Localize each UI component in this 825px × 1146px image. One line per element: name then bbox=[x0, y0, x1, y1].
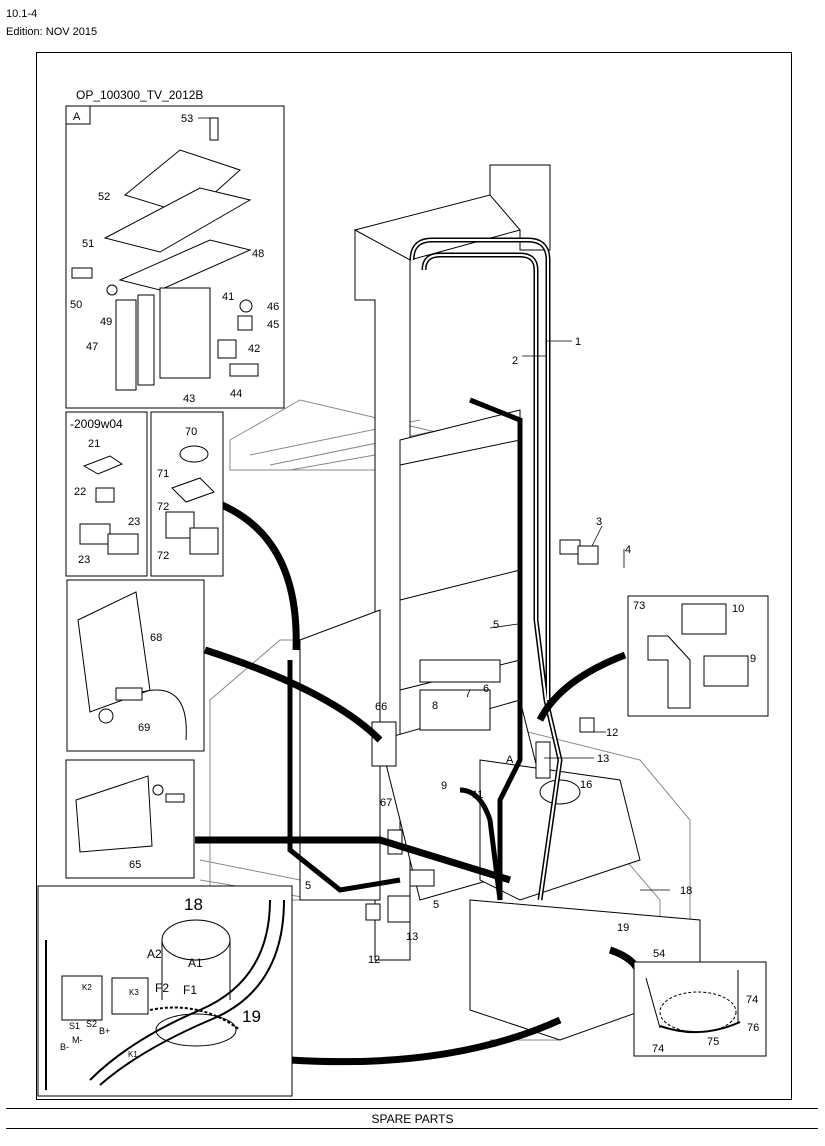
label-k3: K3 bbox=[129, 988, 139, 997]
label-41: 41 bbox=[222, 291, 234, 303]
label-f2: F2 bbox=[155, 981, 169, 995]
label-42: 42 bbox=[248, 343, 260, 355]
label-51: 51 bbox=[82, 238, 94, 250]
label-5-b: 5 bbox=[305, 880, 311, 892]
label-19: 19 bbox=[617, 922, 629, 934]
label-73: 73 bbox=[633, 600, 645, 612]
label-67: 67 bbox=[380, 797, 392, 809]
label-4: 4 bbox=[625, 544, 631, 556]
label-49: 49 bbox=[100, 316, 112, 328]
label-7: 7 bbox=[465, 688, 471, 700]
drawing-code: OP_100300_TV_2012B bbox=[76, 88, 203, 102]
label-5-a: 5 bbox=[493, 619, 499, 631]
label-16: 16 bbox=[580, 779, 592, 791]
footer-label: SPARE PARTS bbox=[371, 1112, 454, 1126]
footer-rule-top bbox=[6, 1108, 818, 1109]
label-48: 48 bbox=[252, 248, 264, 260]
label-44: 44 bbox=[230, 388, 242, 400]
label-12-a: 12 bbox=[606, 727, 618, 739]
page-reference: 10.1-4 bbox=[6, 8, 38, 20]
label-23-a: 23 bbox=[128, 516, 140, 528]
label-s1: S1 bbox=[69, 1021, 80, 1031]
label-53: 53 bbox=[181, 113, 193, 125]
label-74-a: 74 bbox=[746, 994, 758, 1006]
label-47: 47 bbox=[86, 341, 98, 353]
label-19-inset: 19 bbox=[242, 1007, 261, 1026]
label-b-plus: B+ bbox=[99, 1026, 110, 1036]
label-m-minus: M- bbox=[72, 1035, 83, 1045]
label-13-b: 13 bbox=[406, 931, 418, 943]
label-50: 50 bbox=[70, 299, 82, 311]
label-68: 68 bbox=[150, 632, 162, 644]
label-74-b: 74 bbox=[652, 1043, 664, 1055]
label-5-c: 5 bbox=[433, 899, 439, 911]
label-72-a: 72 bbox=[157, 501, 169, 513]
label-72-b: 72 bbox=[157, 550, 169, 562]
label-76: 76 bbox=[747, 1022, 759, 1034]
label-b-minus: B- bbox=[60, 1042, 69, 1052]
label-18-inset: 18 bbox=[184, 895, 203, 914]
label-11: 11 bbox=[472, 789, 483, 801]
label-46: 46 bbox=[267, 301, 279, 313]
label-k2: K2 bbox=[82, 983, 92, 992]
inset-a-letter: A bbox=[73, 111, 81, 123]
label-71: 71 bbox=[157, 468, 169, 480]
label-a2: A2 bbox=[147, 947, 162, 961]
label-18: 18 bbox=[680, 885, 692, 897]
inset-h-box bbox=[633, 961, 767, 1057]
edition-label: Edition: NOV 2015 bbox=[6, 26, 98, 38]
label-69: 69 bbox=[138, 722, 150, 734]
label-22: 22 bbox=[74, 486, 86, 498]
footer-rule-bottom bbox=[6, 1128, 818, 1129]
label-21: 21 bbox=[88, 438, 100, 450]
label-6: 6 bbox=[483, 683, 489, 695]
label-65: 65 bbox=[129, 859, 141, 871]
label-a-callout: A bbox=[506, 754, 514, 766]
label-75: 75 bbox=[707, 1036, 719, 1048]
label-12-b: 12 bbox=[368, 954, 380, 966]
label-45: 45 bbox=[267, 319, 279, 331]
label-2: 2 bbox=[512, 355, 518, 367]
label-70: 70 bbox=[185, 426, 197, 438]
label-k1: K1 bbox=[128, 1050, 138, 1059]
label-f1: F1 bbox=[183, 983, 197, 997]
label-52: 52 bbox=[98, 191, 110, 203]
label-23-b: 23 bbox=[78, 554, 90, 566]
diagram-frame bbox=[36, 52, 792, 1100]
label-10: 10 bbox=[732, 603, 744, 615]
inset-f-box bbox=[37, 885, 293, 1097]
label-9-inset: 9 bbox=[750, 653, 756, 665]
label-13-a: 13 bbox=[597, 753, 609, 765]
label-s2: S2 bbox=[86, 1019, 97, 1029]
label-66: 66 bbox=[375, 701, 387, 713]
label-a1: A1 bbox=[188, 956, 203, 970]
label-9: 9 bbox=[441, 780, 447, 792]
label-43: 43 bbox=[183, 393, 195, 405]
label-3: 3 bbox=[596, 516, 602, 528]
label-8: 8 bbox=[432, 700, 438, 712]
label-54: 54 bbox=[653, 948, 665, 960]
label-1: 1 bbox=[575, 336, 581, 348]
inset-b-title: -2009w04 bbox=[70, 417, 123, 431]
